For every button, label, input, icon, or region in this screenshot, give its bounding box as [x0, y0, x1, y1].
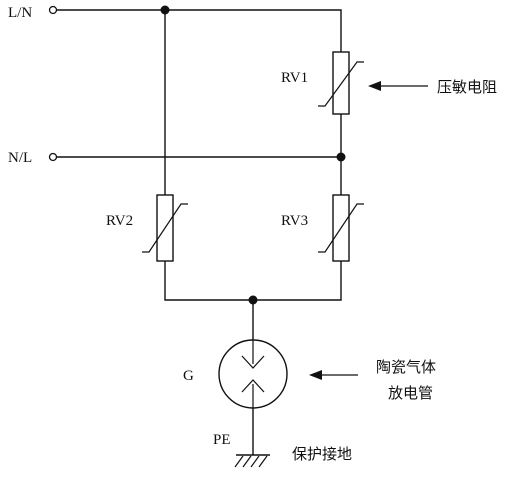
wire-live [57, 9, 342, 52]
terminal-neutral-icon [48, 152, 58, 162]
wire-bottom-bus [164, 261, 342, 301]
label-rv2: RV2 [106, 213, 133, 229]
varistor-rv3 [318, 194, 364, 262]
gas-discharge-tube [218, 339, 288, 409]
label-rv3: RV3 [281, 213, 308, 229]
junction-dot [336, 152, 346, 162]
terminal-label-live: L/N [8, 5, 32, 21]
label-ground: PE [213, 432, 231, 448]
arrow-left-icon [309, 370, 358, 380]
junction-dot [160, 5, 170, 15]
annotation-varistor: 压敏电阻 [437, 78, 497, 96]
label-gas-tube: G [183, 368, 194, 384]
annotation-ground: 保护接地 [292, 445, 352, 463]
varistor-rv1 [318, 51, 364, 115]
terminal-live-icon [48, 5, 58, 15]
terminal-label-neutral: N/L [8, 150, 32, 166]
annotation-gas-tube-line2: 放电管 [388, 384, 433, 402]
label-rv1: RV1 [281, 70, 308, 86]
arrow-left-icon [368, 81, 428, 91]
varistor-rv2 [142, 194, 188, 262]
junction-dot [248, 295, 258, 305]
annotation-gas-tube-line1: 陶瓷气体 [376, 358, 436, 376]
ground-icon [234, 454, 270, 468]
